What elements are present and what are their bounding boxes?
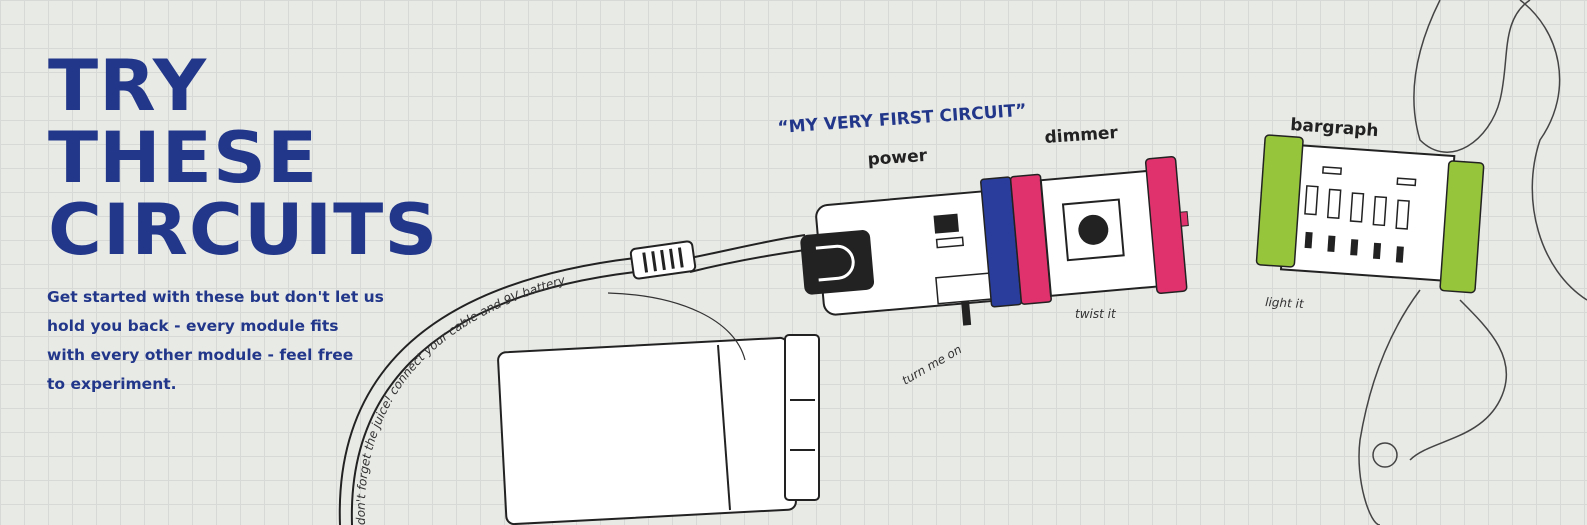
dimmer-label: dimmer: [1044, 123, 1119, 148]
battery-9v: [497, 334, 820, 525]
hand-illustration: [1358, 0, 1587, 525]
power-dimmer-chain: [800, 156, 1189, 326]
heading-line: CIRCUITS: [48, 189, 439, 271]
heading-line: THESE: [48, 117, 319, 199]
power-label: power: [867, 146, 928, 170]
intro-line: Get started with these but don't let us: [47, 288, 384, 306]
bargraph-note: light it: [1265, 295, 1305, 311]
knob-icon: [1078, 214, 1109, 245]
intro-line: to experiment.: [47, 375, 177, 393]
power-module: [800, 189, 998, 326]
intro-line: with every other module - feel free: [47, 346, 354, 364]
cable-plug: [629, 240, 697, 280]
intro-line: hold you back - every module fits: [47, 317, 339, 335]
cable: [338, 234, 806, 525]
dimmer-note: twist it: [1075, 307, 1117, 321]
power-switch: [961, 300, 972, 326]
bargraph-label: bargraph: [1290, 115, 1380, 141]
dimmer-module: [1039, 156, 1189, 297]
bargraph-module: [1255, 134, 1485, 294]
switch-note: turn me on: [900, 342, 965, 387]
arrow: [607, 292, 746, 361]
intro-paragraph: Get started with these but don't let us …: [47, 283, 384, 399]
page-heading: TRY THESE CIRCUITS: [48, 50, 438, 266]
circuit-title: “MY VERY FIRST CIRCUIT”: [777, 101, 1027, 138]
heading-line: TRY: [48, 45, 208, 127]
